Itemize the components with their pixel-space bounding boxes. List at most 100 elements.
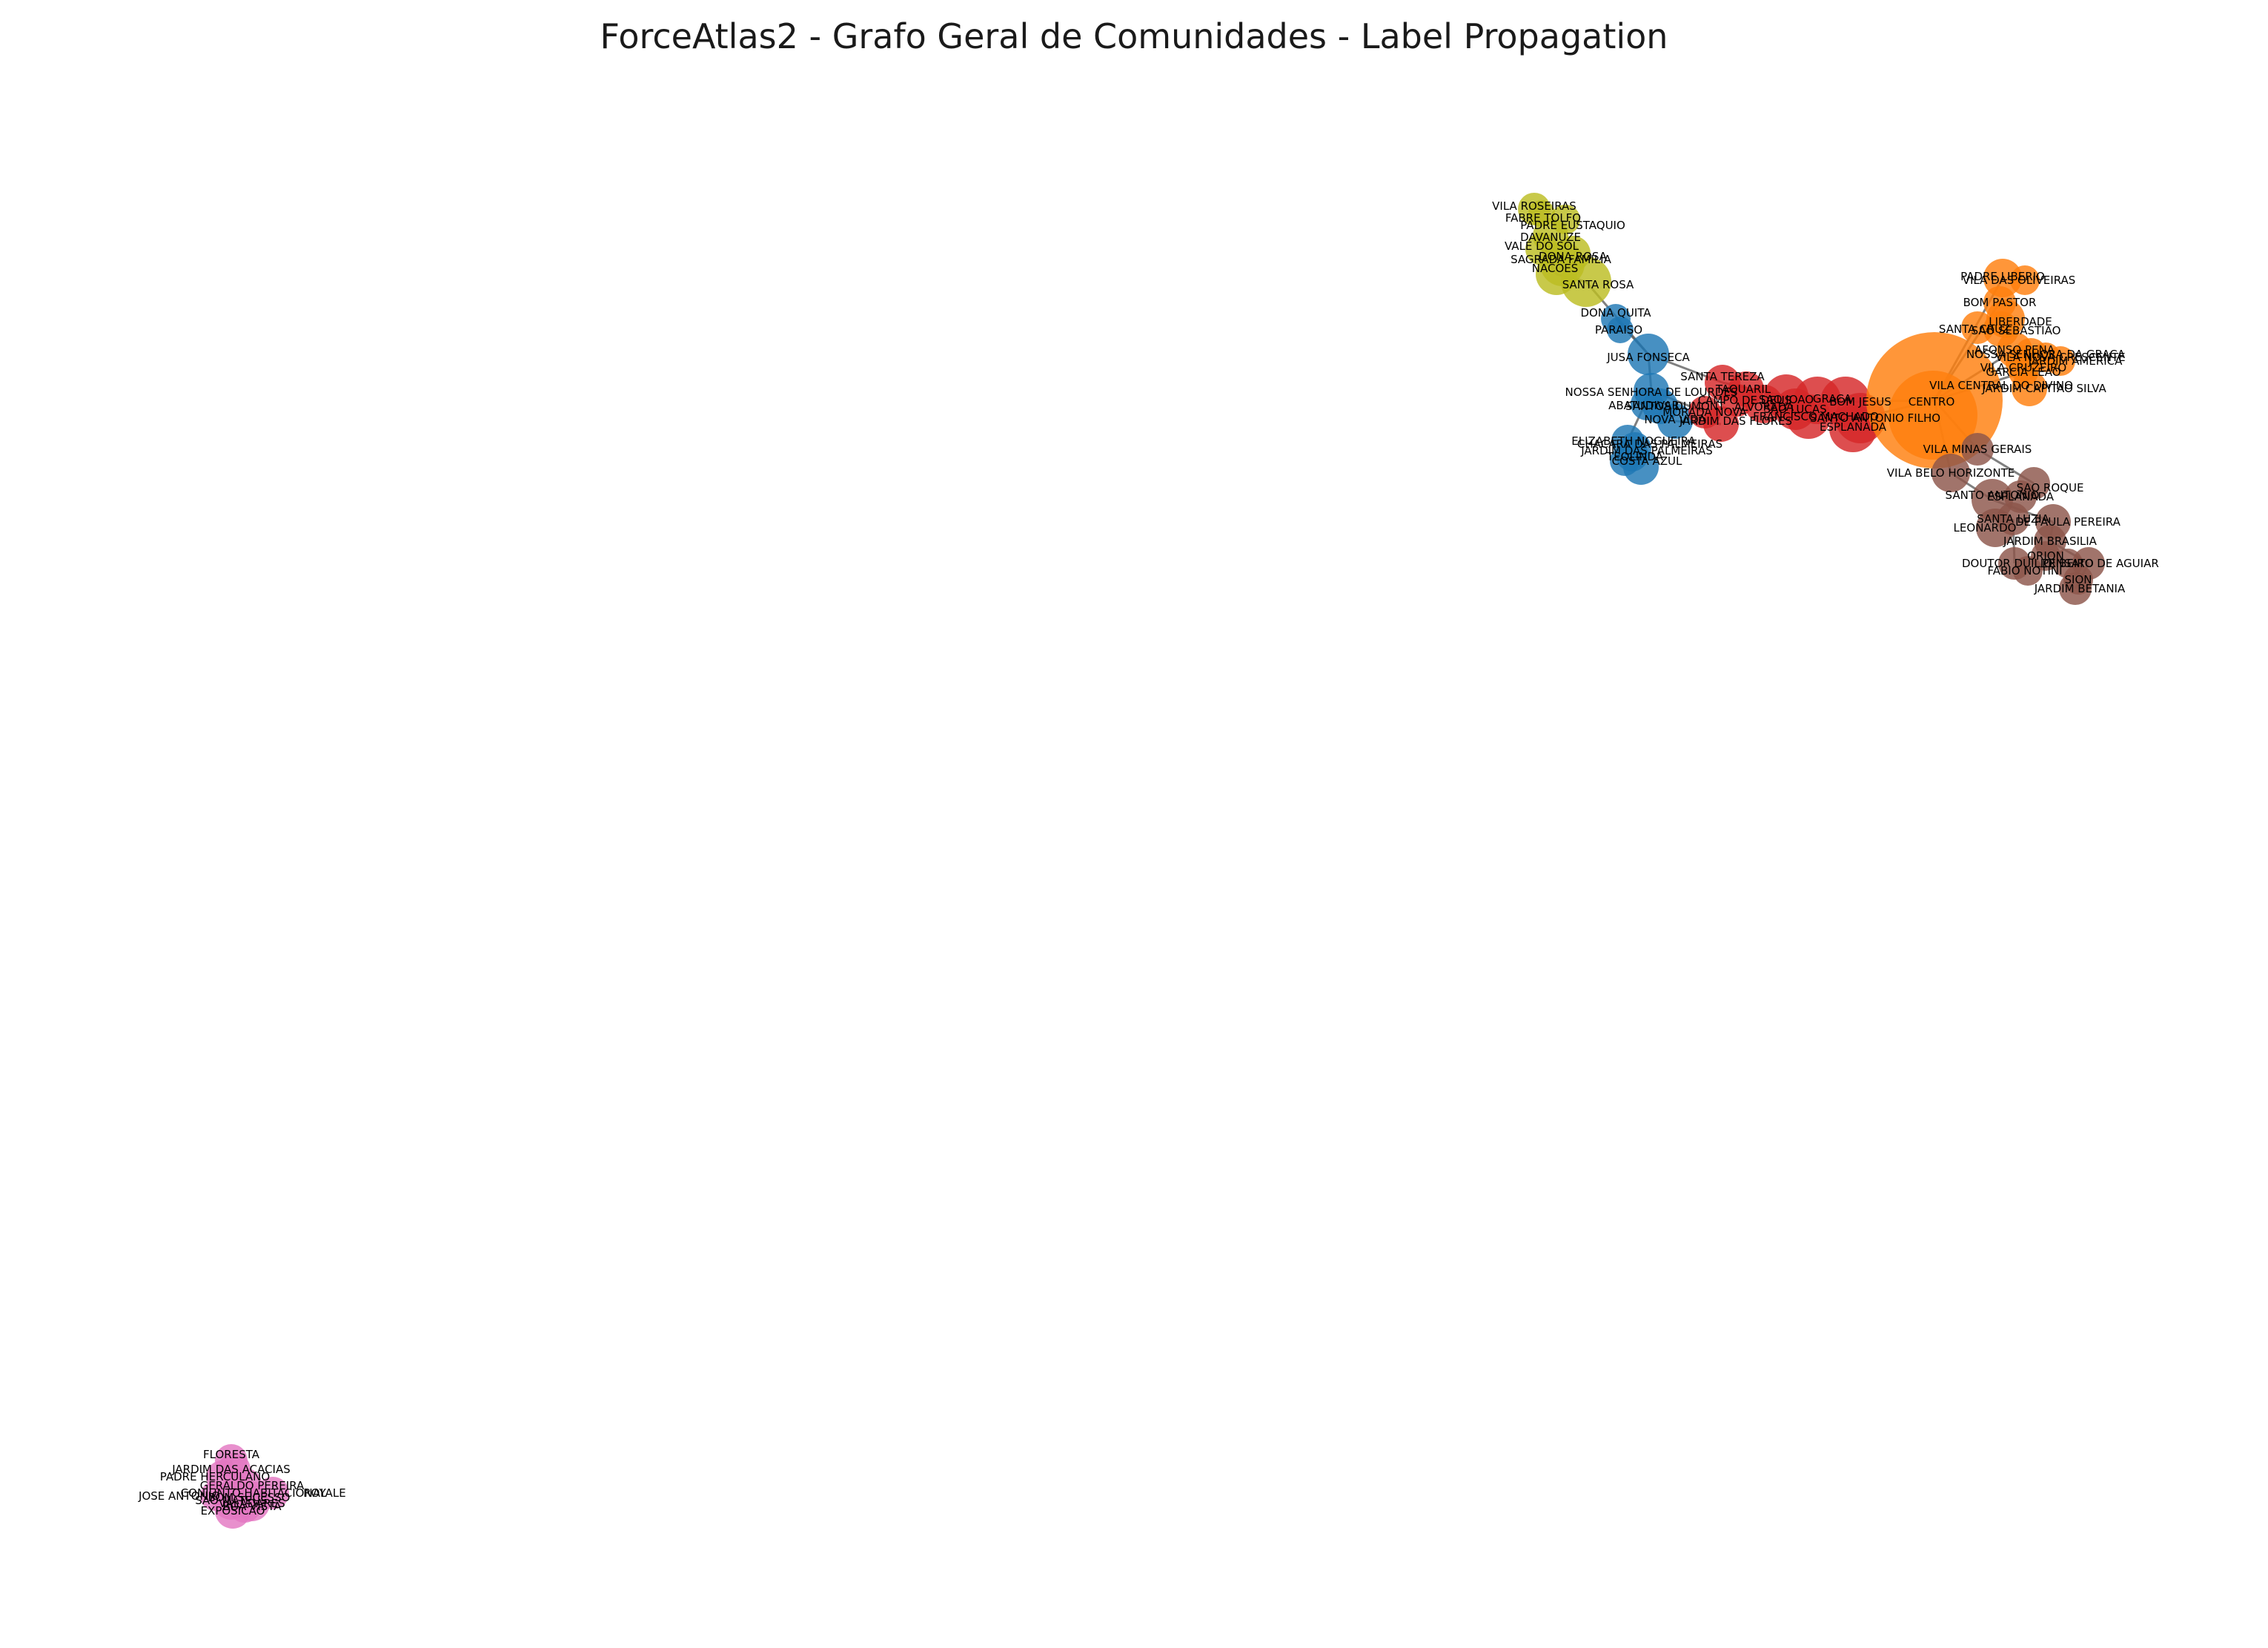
node-label: GERALDO PEREIRA	[200, 1479, 305, 1492]
node-label: JARDIM BRASILIA	[2003, 535, 2098, 548]
node-label: BOM SUCESSO	[208, 1491, 291, 1504]
node-label: ELIZABETH NOGUEIRA	[1571, 434, 1696, 448]
node-label: COSTA AZUL	[1612, 454, 1682, 468]
graph-node	[1829, 405, 1877, 452]
graph-node	[2012, 371, 2047, 406]
node-label: JARDIM BETANIA	[2034, 582, 2126, 595]
node-label: SAO SEBASTIAO	[1972, 324, 2061, 337]
node-label: NOSSA SENHORA DA GRACA	[1966, 348, 2126, 361]
node-label: SANTOS DUMONT	[1625, 400, 1725, 413]
node-label: SANTA ROSA	[1562, 278, 1634, 291]
node-label: JOSE ANTONIO	[138, 1489, 220, 1503]
node-label: FABRE TOLFO	[1505, 211, 1581, 225]
node-label: VALE DO SOL	[1505, 239, 1579, 253]
graph-node	[228, 1490, 261, 1523]
node-label: BOM PASTOR	[1963, 296, 2037, 309]
node-label: LIBERDADE	[1989, 315, 2052, 328]
node-label: GARCIA LEAO	[1986, 365, 2060, 379]
graph-node	[1961, 433, 1994, 466]
node-label: DONA QUITA	[1580, 306, 1651, 320]
node-label: ESPLANADA	[1820, 420, 1887, 434]
node-label: CHACARA DAS PALMEIRAS	[1577, 437, 1722, 451]
node-label: NOSSA SENHORA DE LOURDES	[1565, 385, 1738, 399]
node-label: VILA MINAS GERAIS	[1923, 443, 2032, 456]
node-label: JUSA FONSECA	[1606, 351, 1690, 364]
node-label: VILA CENTRAL DO DIVINO	[1929, 379, 2073, 392]
graph-node	[1623, 449, 1659, 485]
node-label: SANTO ANTONIO	[1946, 489, 2040, 502]
node-label: SANTA TEREZA	[1680, 370, 1765, 383]
graph-node	[2046, 346, 2075, 376]
figure-title: ForceAtlas2 - Grafo Geral de Comunidades…	[600, 16, 1668, 56]
node-label: DOUTOR DUILIO	[1962, 557, 2052, 570]
node-label: SANTA LUZIA	[1977, 512, 2049, 526]
node-label: NACOES	[1532, 262, 1579, 275]
node-label: EXPOSICAO	[201, 1504, 265, 1518]
graph-node	[2059, 572, 2092, 605]
node-label: JARDIM DAS ACACIAS	[171, 1463, 291, 1476]
node-label: SAO ROQUE	[2017, 481, 2084, 494]
node-label: SAGRADA FAMILIA	[1511, 253, 1611, 266]
node-label: VALADARES	[219, 1497, 285, 1510]
node-label: FRANCISCO MACHADO	[1753, 410, 1879, 423]
node-label: PADRE LIBERIO	[1960, 270, 2045, 283]
node-label: BOA VISTA	[222, 1500, 282, 1513]
node-label: DAVANUZE	[1520, 231, 1581, 244]
node-label: PENSATO	[2042, 557, 2094, 570]
node-label: PADRE HERCULANO	[160, 1470, 270, 1483]
node-label: ALVORADA	[1734, 400, 1794, 414]
node-label: VILA DAS OLIVEIRAS	[1963, 274, 2076, 287]
graph-node	[1657, 403, 1693, 439]
node-label: JARDIM DAS FLORES	[1679, 414, 1792, 428]
graph-node	[2013, 556, 2043, 586]
node-label: ORION	[2027, 549, 2064, 563]
graph-node	[1932, 454, 1970, 492]
nodes-layer	[200, 193, 2105, 1529]
node-label: SANTO ANTONIO FILHO	[1810, 411, 1940, 425]
node-label: GRACA	[1813, 392, 1852, 406]
node-label: JARDIM CAPITAO SILVA	[1981, 382, 2106, 395]
node-label: VILA NOVA CRESCENTE	[1995, 351, 2125, 364]
graph-node	[1628, 334, 1669, 375]
node-label: SAO MATEUS	[195, 1494, 268, 1507]
graph-node	[1703, 406, 1739, 442]
node-label: VILA ROSEIRAS	[1492, 199, 1576, 213]
graph-node	[1745, 385, 1783, 423]
node-label: ROYALE	[303, 1486, 346, 1500]
node-label: BOM JESUS	[1829, 395, 1891, 408]
node-label: VILA CRUZEIRO	[1980, 361, 2066, 374]
graph-node	[1976, 509, 2015, 547]
graph-node	[2010, 265, 2040, 295]
node-label: NOVA VIDA	[1644, 413, 1706, 426]
node-label: SION	[2065, 573, 2092, 586]
node-label: DE PAULA PEREIRA	[2015, 515, 2121, 529]
node-label: ESPLANADA	[1987, 490, 2055, 503]
graph-node	[1561, 257, 1611, 307]
node-label: PARAISO	[1595, 323, 1642, 337]
node-label: AFONSO PENA	[1974, 343, 2055, 357]
node-label: SAO LUCAS	[1763, 403, 1826, 416]
graph-node	[1786, 394, 1831, 439]
node-label: ABATUDIVAR	[1608, 399, 1680, 412]
node-label: JARDIM DAS PALMEIRAS	[1580, 444, 1713, 457]
node-label: VILA BELO HORIZONTE	[1887, 466, 2015, 480]
node-label: SAO JOAO	[1759, 393, 1814, 406]
node-label: SANTA CRUZ	[1939, 322, 2010, 336]
node-label: CONJUNTO HABITACIONAL	[181, 1486, 327, 1500]
node-label: CENTRO	[1909, 395, 1955, 408]
node-label: LEONARDO	[1954, 521, 2017, 535]
node-label: RIBEIRO DE AGUIAR	[2048, 557, 2159, 570]
node-label: PADRE EUSTAQUIO	[1520, 219, 1625, 232]
node-label: DONA ROSA	[1539, 250, 1608, 263]
node-label: FLORESTA	[203, 1448, 260, 1461]
node-label: TEOLINDA	[1606, 450, 1664, 463]
node-label: FABIO NOTINI	[1987, 564, 2062, 578]
node-label: TAQUARIL	[1715, 383, 1771, 396]
graph-node	[1607, 317, 1634, 343]
node-label: MORADA NOVA	[1662, 406, 1747, 419]
node-label: CAMPO DE DEUS	[1698, 394, 1792, 407]
graph-node	[1889, 371, 1977, 460]
node-label: JARDIM AMERICA	[2028, 354, 2123, 368]
